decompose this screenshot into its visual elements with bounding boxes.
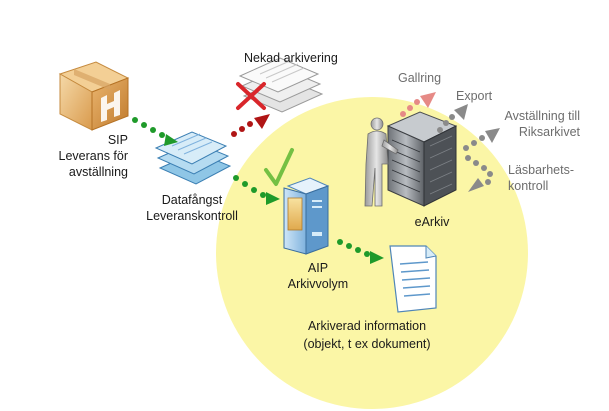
- avstallning-label: Avställning till: [504, 109, 580, 123]
- arrow-datafangst-to-nekad: [231, 114, 270, 137]
- export-label: Export: [456, 89, 493, 103]
- arkiverad-label: Arkiverad information: [308, 319, 426, 333]
- server-operator-icon: [364, 111, 458, 207]
- earkiv-label: eArkiv: [415, 215, 450, 229]
- datafangst-label: Datafångst: [162, 193, 223, 207]
- gallring-label: Gallring: [398, 71, 441, 85]
- arkiverad-sublabel: (objekt, t ex dokument): [303, 337, 430, 351]
- reject-cross-icon: [236, 82, 266, 110]
- check-mark-icon: [264, 148, 294, 186]
- sip-sublabel-2: avställning: [69, 165, 128, 179]
- arkivvolym-label: Arkivvolym: [288, 277, 348, 291]
- rejected-papers-icon: [238, 57, 324, 113]
- leveranskontroll-label: Leveranskontroll: [146, 209, 238, 223]
- arrow-gallring: [400, 92, 436, 117]
- nekad-label: Nekad arkivering: [244, 51, 338, 65]
- cardboard-box-icon: [58, 61, 130, 131]
- sip-sublabel-1: Leverans för: [59, 149, 128, 163]
- arrow-sip-to-datafangst: [132, 117, 178, 146]
- archive-volume-icon: [283, 177, 330, 255]
- arrow-lasbarhet: [465, 155, 493, 192]
- document-icon: [389, 245, 437, 313]
- lasbarhet-label: Läsbarhets-: [508, 163, 574, 177]
- aip-label: AIP: [308, 261, 328, 275]
- kontroll-label: kontroll: [508, 179, 548, 193]
- riksarkivet-label: Riksarkivet: [519, 125, 581, 139]
- arrow-avstallning: [463, 128, 500, 151]
- arrow-datafangst-to-aip: [233, 175, 280, 205]
- sip-label: SIP: [108, 133, 128, 147]
- arrow-export: [437, 104, 468, 133]
- arrow-aip-to-document: [337, 239, 384, 264]
- paper-stack-icon: [154, 131, 232, 185]
